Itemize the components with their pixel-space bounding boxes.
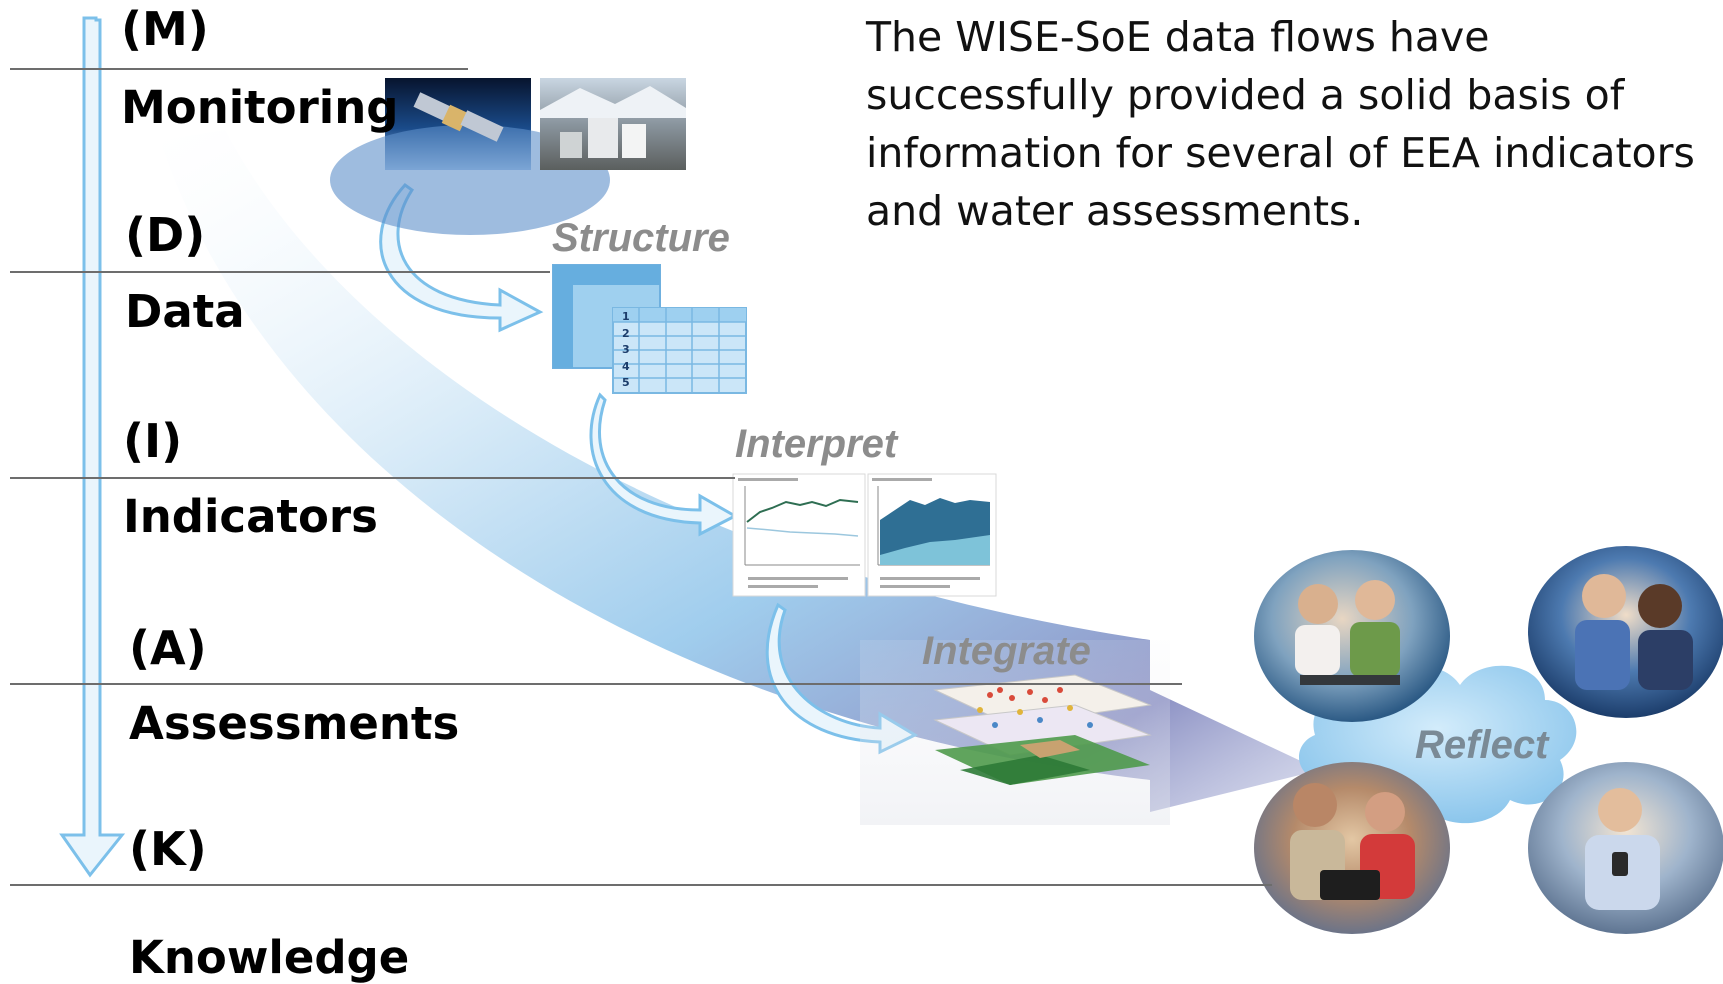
- table-row-number: 5: [622, 376, 630, 389]
- step-arrow-interpret: [589, 392, 739, 537]
- level-label-data: Data: [125, 285, 245, 338]
- separator-line-monitoring: [10, 68, 468, 70]
- separator-line-data: [10, 271, 550, 273]
- separator-line-assessments: [10, 683, 1182, 685]
- separator-line-knowledge: [10, 884, 1272, 886]
- indicator-charts: [732, 473, 997, 597]
- level-code-data: (D): [125, 208, 206, 262]
- table-row-number: 2: [622, 326, 630, 340]
- step-label-interpret: Interpret: [735, 422, 898, 466]
- people-photo-men: [1528, 546, 1723, 718]
- table-row-numbers: 1 2 3 4 5: [622, 309, 642, 392]
- monitoring-station-photo: [540, 78, 686, 170]
- step-label-integrate: Integrate: [922, 629, 1091, 673]
- level-code-knowledge: (K): [129, 822, 207, 876]
- people-photo-phone: [1528, 762, 1723, 934]
- integrated-map-layers: [860, 640, 1170, 825]
- step-label-structure: Structure: [552, 216, 730, 260]
- step-label-reflect: Reflect: [1415, 723, 1549, 767]
- level-label-knowledge: Knowledge: [129, 931, 410, 984]
- intro-text: The WISE-SoE data flows have successfull…: [866, 13, 1695, 235]
- table-row-number: 1: [622, 310, 630, 323]
- data-table-graphic: [552, 264, 747, 394]
- level-label-assessments: Assessments: [129, 697, 460, 750]
- level-code-indicators: (I): [123, 414, 183, 468]
- knowledge-down-arrow: [59, 16, 126, 878]
- level-code-monitoring: (M): [121, 2, 209, 56]
- step-arrow-structure: [379, 183, 544, 333]
- level-label-indicators: Indicators: [123, 490, 378, 543]
- level-code-assessments: (A): [129, 621, 207, 675]
- separator-line-indicators: [10, 477, 735, 479]
- table-row-number: 4: [622, 359, 630, 373]
- level-label-monitoring: Monitoring: [121, 81, 399, 134]
- table-row-number: 3: [622, 343, 630, 356]
- people-photo-tablet: [1254, 762, 1450, 934]
- people-photo-meeting: [1254, 550, 1450, 722]
